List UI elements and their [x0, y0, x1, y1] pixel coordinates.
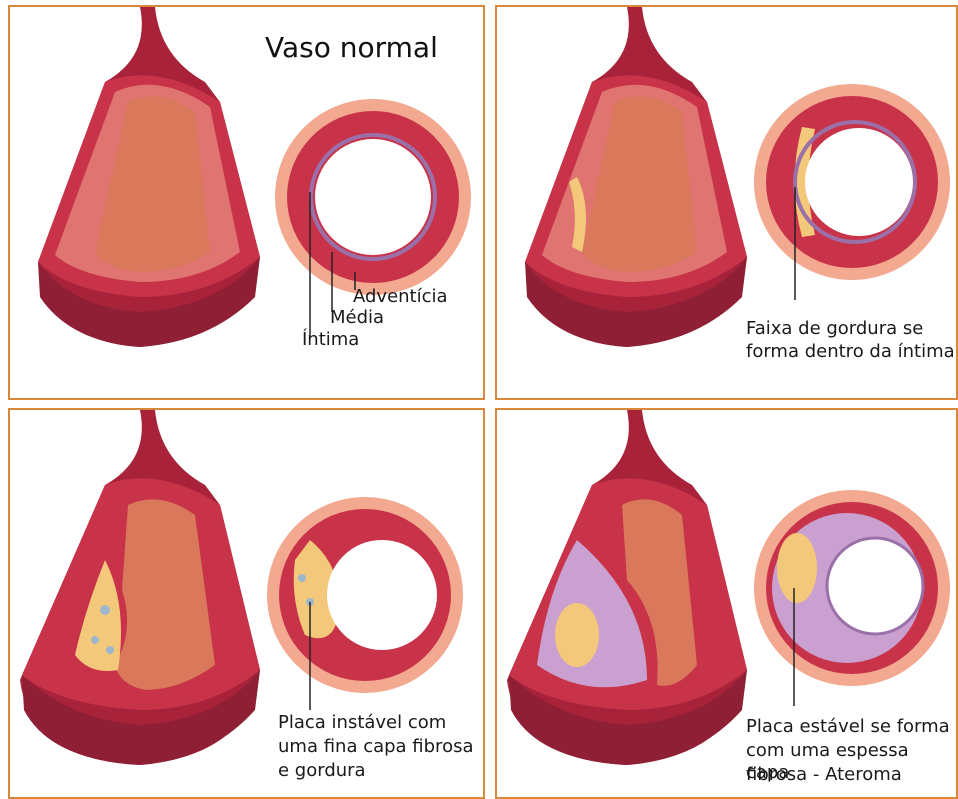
calcium-deposit	[100, 605, 110, 615]
caption-line-2: forma dentro da íntima	[746, 341, 955, 363]
panel-stable-plaque: Placa estável se forma com uma espessa c…	[495, 408, 958, 799]
calcium-deposit	[298, 574, 306, 582]
calcium-deposit	[91, 636, 99, 644]
caption-line-3: fibrosa - Ateroma	[746, 764, 902, 786]
cross-section-lumen	[805, 128, 913, 236]
label-adventicia: Adventícia	[353, 286, 448, 308]
panel-normal-vessel: Vaso normal Adventícia Média Íntima	[8, 5, 485, 400]
atheroma-core	[555, 603, 599, 667]
label-media: Média	[330, 307, 384, 329]
caption-line-1: Placa estável se forma	[746, 716, 950, 738]
caption-line-1: Faixa de gordura se	[746, 318, 923, 340]
caption-line-2: uma fina capa fibrosa	[278, 736, 474, 758]
normal-vessel-illustration	[10, 7, 485, 400]
cross-section-lumen	[315, 139, 431, 255]
caption-line-3: e gordura	[278, 760, 366, 782]
calcium-deposit	[106, 646, 114, 654]
caption-line-1: Placa instável com	[278, 712, 446, 734]
panel-fatty-streak: Faixa de gordura se forma dentro da ínti…	[495, 5, 958, 400]
cross-section-lumen	[827, 538, 923, 634]
panel-title: Vaso normal	[265, 31, 438, 64]
cross-section-lumen	[327, 540, 437, 650]
cross-section-atheroma	[777, 533, 817, 603]
panel-unstable-plaque: Placa instável com uma fina capa fibrosa…	[8, 408, 485, 799]
label-intima: Íntima	[302, 329, 359, 351]
